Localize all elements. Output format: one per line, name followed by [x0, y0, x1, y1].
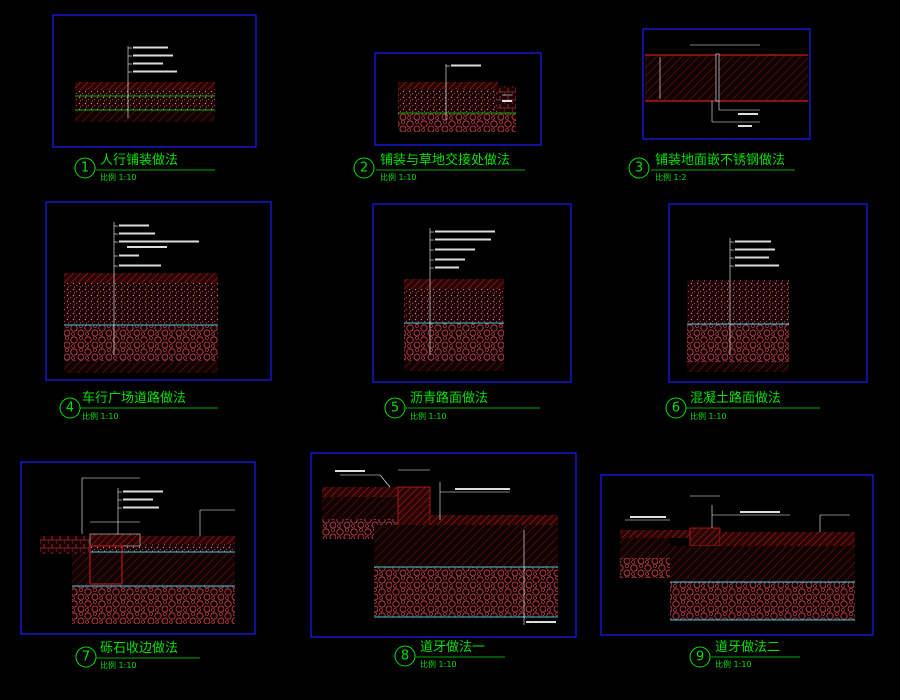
detail-1-notes: [128, 46, 177, 73]
detail-6-gravel-layer: [687, 324, 789, 362]
detail-9-scale: 比例 1:10: [715, 659, 752, 669]
detail-5-asphalt-top: [404, 279, 504, 289]
detail-7-frame: [20, 461, 256, 635]
detail-9-number-circle: [689, 646, 711, 668]
detail-2-gravel-layer: [398, 113, 516, 132]
detail-9-left-concrete: [620, 538, 670, 558]
detail-8-left-concrete: [322, 497, 398, 519]
detail-4-gravel-layer: [64, 325, 218, 361]
detail-2-number: 2: [360, 161, 368, 176]
detail-3-steel-strip: [715, 53, 720, 102]
detail-8-left-paving: [322, 487, 398, 497]
detail-5-asphalt-base: [404, 289, 504, 323]
detail-7-scale: 比例 1:10: [100, 660, 137, 670]
detail-5-number: 5: [391, 401, 399, 416]
detail-8: 8 道牙做法一 比例 1:10: [310, 452, 577, 669]
detail-2-title: 铺装与草地交接处做法: [380, 152, 510, 168]
detail-1-frame: [52, 14, 257, 148]
detail-7-number-circle: [75, 646, 97, 668]
detail-7-gravel-edge: [40, 536, 90, 554]
detail-4-number: 4: [66, 401, 74, 416]
detail-9-left-gravel: [620, 558, 670, 578]
detail-3-paving-layer: [645, 55, 808, 101]
detail-7-edge-stone: [89, 533, 141, 547]
detail-8-scale: 比例 1:10: [420, 659, 457, 669]
detail-5-gravel-layer: [404, 323, 504, 361]
detail-8-number: 8: [401, 649, 409, 664]
detail-1-title: 人行铺装做法: [100, 153, 178, 168]
detail-4-title: 车行广场道路做法: [82, 390, 186, 406]
detail-6-title: 混凝土路面做法: [690, 390, 781, 406]
detail-5-scale: 比例 1:10: [410, 411, 447, 421]
detail-2-paving-layer: [398, 82, 498, 89]
detail-4-subgrade: [64, 361, 218, 373]
detail-4: 4 车行广场道路做法 比例 1:10: [45, 201, 272, 421]
detail-1-number-circle: [74, 157, 96, 179]
detail-3-frame: [642, 28, 811, 140]
detail-4-scale: 比例 1:10: [82, 411, 119, 421]
detail-2-mortar-layer: [398, 89, 498, 95]
detail-6-subgrade: [687, 362, 789, 372]
detail-3-number: 3: [635, 161, 643, 176]
detail-9-road-gravel: [670, 582, 855, 620]
detail-3-number-circle: [628, 157, 650, 179]
detail-3: 3 铺装地面嵌不锈钢做法 比例 1:2: [628, 28, 811, 182]
detail-1-paving-layer: [75, 82, 215, 90]
detail-8-road-surface: [430, 515, 558, 525]
detail-4-frame: [45, 201, 272, 381]
detail-2-scale: 比例 1:10: [380, 172, 417, 182]
detail-7-title: 砾石收边做法: [100, 641, 178, 656]
detail-8-frame: [310, 452, 577, 638]
detail-5: 5 沥青路面做法 比例 1:10: [372, 203, 572, 421]
detail-1: 1 人行铺装做法 比例 1:10: [52, 14, 257, 182]
detail-6-scale: 比例 1:10: [690, 411, 727, 421]
detail-5-subgrade: [404, 361, 504, 371]
detail-9-left-paving: [620, 530, 692, 538]
detail-1-mortar-layer: [75, 90, 215, 96]
detail-1-base-layer: [75, 110, 215, 122]
detail-2-frame: [374, 52, 542, 146]
detail-6-number: 6: [672, 401, 680, 416]
detail-5-frame: [372, 203, 572, 383]
detail-6: 6 混凝土路面做法 比例 1:10: [665, 203, 868, 421]
detail-7-mortar-layer: [72, 544, 235, 552]
detail-3-title: 铺装地面嵌不锈钢做法: [655, 153, 785, 168]
detail-8-road-gravel: [374, 567, 558, 617]
detail-9-number: 9: [696, 650, 704, 665]
detail-1-scale: 比例 1:10: [100, 172, 137, 182]
detail-1-number: 1: [81, 161, 89, 176]
detail-5-number-circle: [384, 397, 406, 419]
detail-8-curb-stone: [397, 486, 431, 528]
detail-9-road-concrete: [670, 546, 855, 582]
detail-8-title: 道牙做法一: [420, 640, 485, 655]
detail-7-gravel-layer: [72, 586, 235, 624]
detail-2: 2 铺装与草地交接处做法 比例 1:10: [353, 52, 542, 182]
detail-2-concrete-layer: [398, 95, 498, 113]
detail-7-number: 7: [82, 650, 90, 665]
detail-8-road-concrete: [374, 525, 558, 567]
detail-6-frame: [668, 203, 868, 383]
detail-4-concrete-layer: [64, 291, 218, 325]
detail-7-concrete-layer: [72, 552, 235, 586]
detail-2-curb: [497, 86, 516, 113]
detail-9: 9 道牙做法二 比例 1:10: [600, 474, 874, 669]
detail-8-number-circle: [394, 645, 416, 667]
detail-1-concrete-layer: [75, 96, 215, 110]
detail-6-concrete-slab: [687, 280, 789, 324]
detail-7: 7 砾石收边做法 比例 1:10: [20, 461, 256, 670]
detail-9-road-surface: [720, 532, 855, 546]
detail-4-mortar-layer: [64, 283, 218, 291]
detail-3-scale: 比例 1:2: [655, 172, 686, 182]
detail-7-curb-footing: [89, 545, 123, 585]
detail-5-title: 沥青路面做法: [410, 390, 488, 406]
detail-2-number-circle: [353, 157, 375, 179]
detail-7-paving-layer: [140, 536, 235, 544]
detail-9-frame: [600, 474, 874, 636]
detail-4-paving-layer: [64, 273, 218, 283]
detail-9-title: 道牙做法二: [715, 640, 780, 655]
detail-9-curb-stone: [689, 527, 721, 547]
